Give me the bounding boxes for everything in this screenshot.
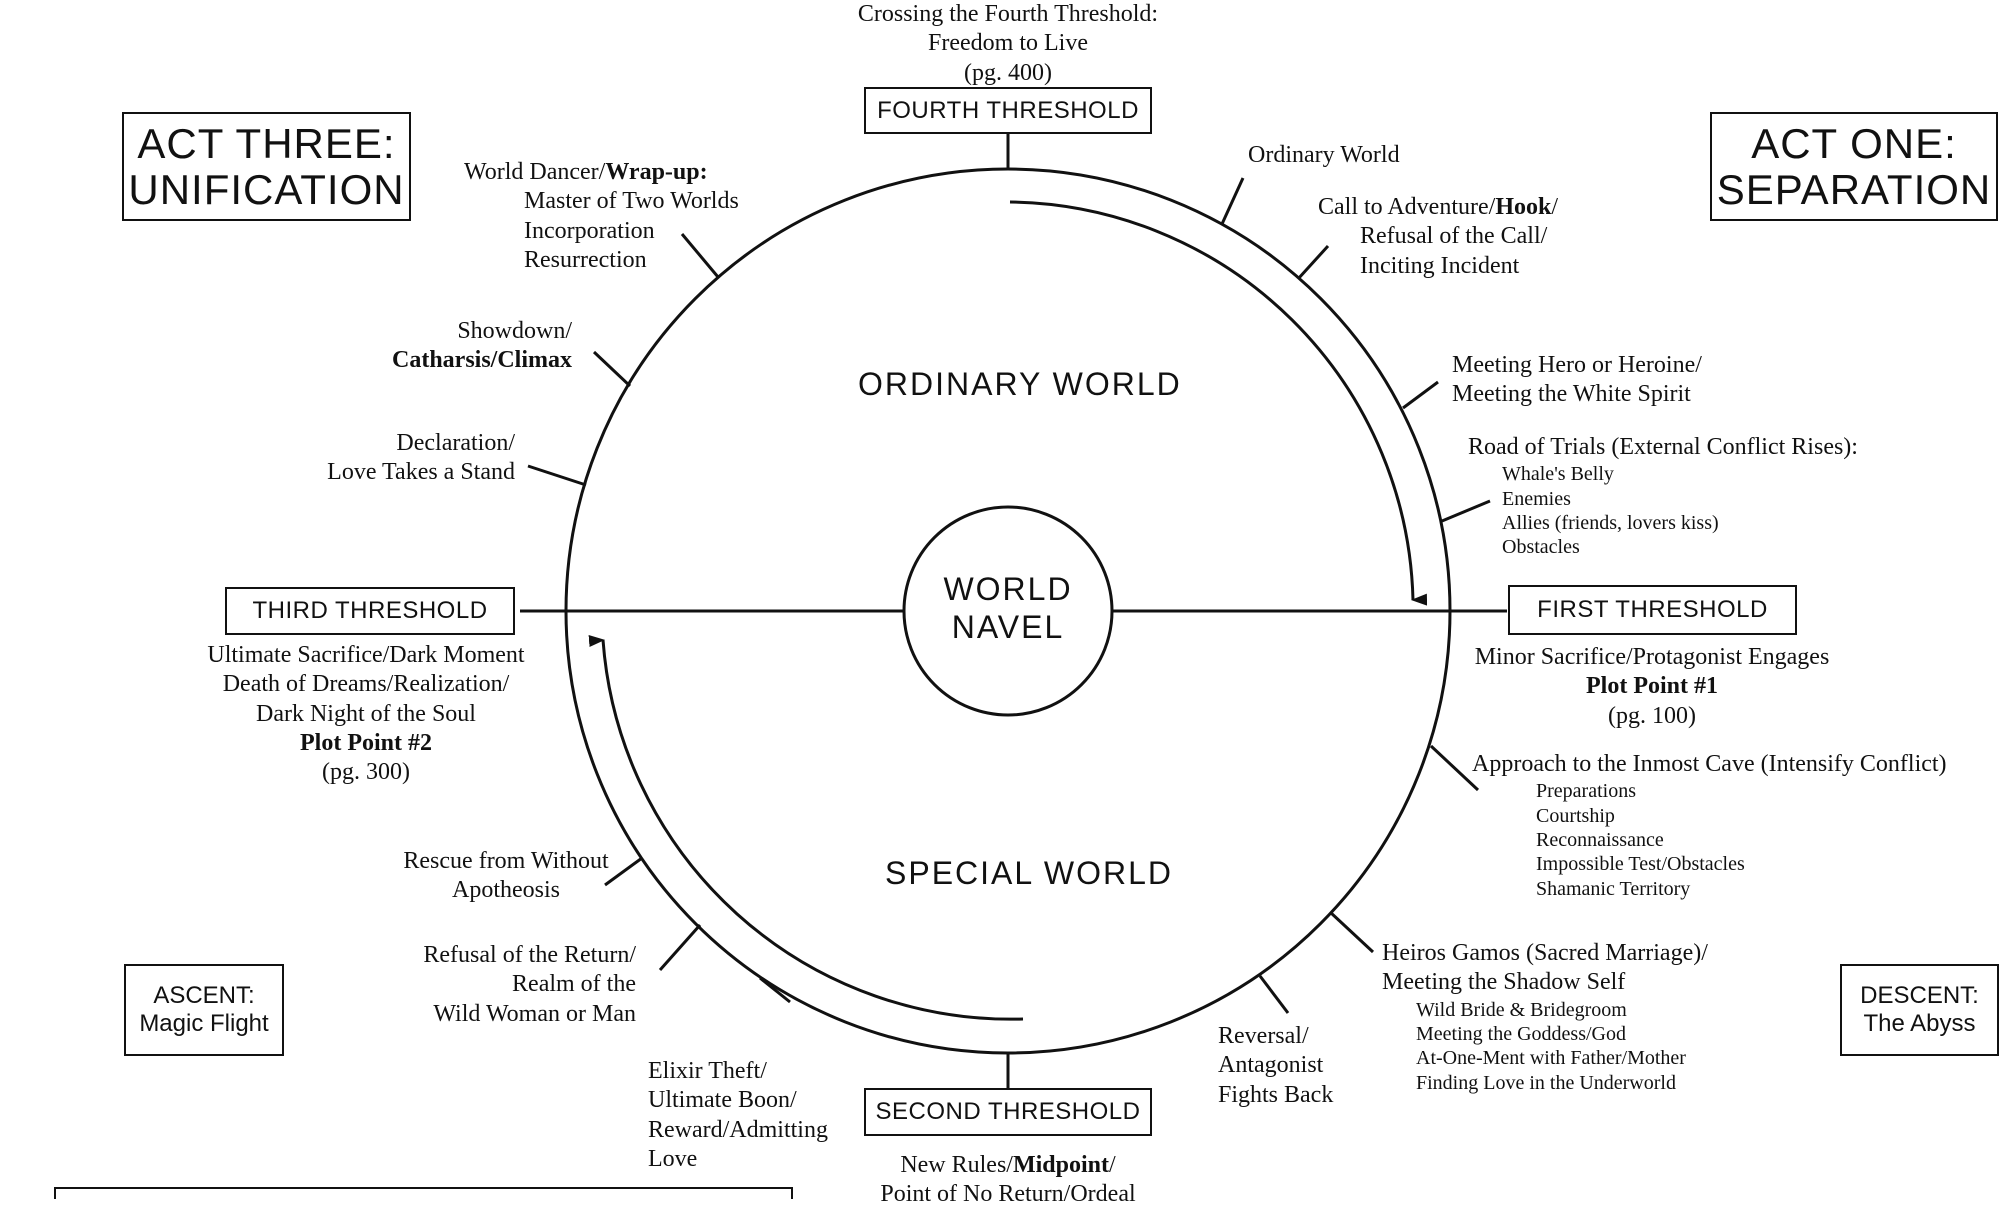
world-navel-circle bbox=[902, 505, 1114, 717]
label-meeting-hero: Meeting Hero or Heroine/ Meeting the Whi… bbox=[1452, 352, 1702, 408]
world-navel-label: WORLD NAVEL bbox=[943, 571, 1073, 646]
act-three-box: ACT THREE: UNIFICATION bbox=[122, 112, 411, 221]
tick-marks bbox=[527, 177, 1491, 1014]
label-refusal-of-return: Refusal of the Return/ Realm of the Wild… bbox=[423, 942, 636, 1027]
label-approach-inmost-cave: Approach to the Inmost Cave (Intensify C… bbox=[1472, 751, 1947, 900]
label-ordinary-world: Ordinary World bbox=[1248, 142, 1400, 168]
first-threshold-caption: Minor Sacrifice/Protagonist Engages Plot… bbox=[1474, 644, 1830, 729]
third-threshold-box: THIRD THRESHOLD bbox=[225, 587, 515, 635]
first-threshold-box: FIRST THRESHOLD bbox=[1508, 585, 1797, 635]
ascent-box: ASCENT: Magic Flight bbox=[124, 964, 284, 1056]
third-threshold-caption: Ultimate Sacrifice/Dark Moment Death of … bbox=[207, 642, 525, 786]
act-one-box: ACT ONE: SEPARATION bbox=[1710, 112, 1998, 221]
label-reversal: Reversal/ Antagonist Fights Back bbox=[1218, 1023, 1334, 1108]
special-world-region: SPECIAL WORLD bbox=[885, 855, 1173, 891]
label-elixir-theft: Elixir Theft/ Ultimate Boon/ Reward/Admi… bbox=[648, 1058, 828, 1172]
fourth-threshold-box: FOURTH THRESHOLD bbox=[864, 87, 1152, 134]
second-threshold-box: SECOND THRESHOLD bbox=[864, 1088, 1152, 1136]
label-rescue-from-without: Rescue from Without Apotheosis bbox=[403, 848, 609, 904]
label-road-of-trials: Road of Trials (External Conflict Rises)… bbox=[1468, 434, 1858, 559]
label-showdown: Showdown/ Catharsis/Climax bbox=[392, 318, 572, 374]
ordinary-world-region: ORDINARY WORLD bbox=[858, 366, 1182, 402]
descent-arrow bbox=[1009, 200, 1428, 606]
label-declaration: Declaration/ Love Takes a Stand bbox=[327, 430, 515, 486]
second-threshold-caption: New Rules/Midpoint/ Point of No Return/O… bbox=[880, 1152, 1136, 1208]
ascent-arrow bbox=[588, 635, 1024, 1021]
summary-box bbox=[54, 1187, 793, 1199]
label-world-dancer: World Dancer/Wrap-up: Master of Two Worl… bbox=[464, 159, 739, 273]
label-call-to-adventure: Call to Adventure/Hook/ Refusal of the C… bbox=[1318, 194, 1558, 279]
descent-box: DESCENT: The Abyss bbox=[1840, 964, 1999, 1056]
fourth-threshold-caption: Crossing the Fourth Threshold: Freedom t… bbox=[857, 1, 1159, 86]
label-heiros-gamos: Heiros Gamos (Sacred Marriage)/ Meeting … bbox=[1382, 940, 1708, 1094]
